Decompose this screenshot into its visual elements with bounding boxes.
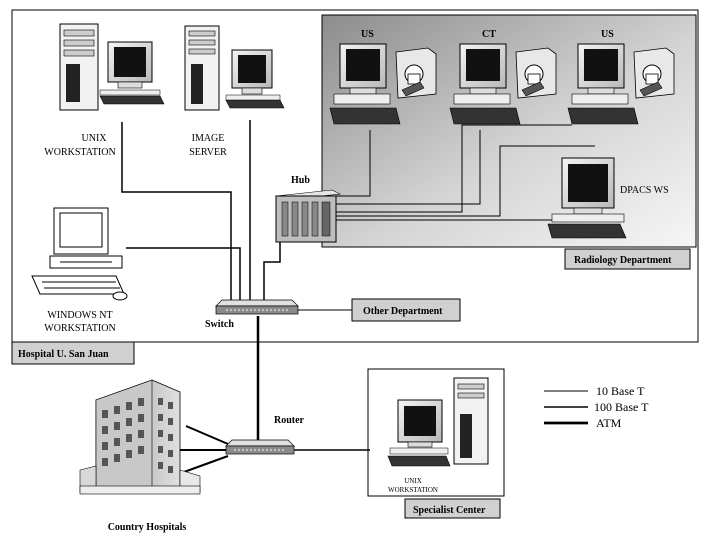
hospital-label-box (11, 341, 135, 365)
switch-label: Switch (205, 319, 234, 330)
specialist-workstation-label-line2: WORKSTATION (388, 486, 438, 494)
windows-nt-workstation-device (31, 207, 128, 301)
unix-workstation-device (59, 23, 165, 111)
radiology-label-box (564, 248, 691, 270)
windows-nt-label-line2: WORKSTATION (44, 323, 115, 334)
specialist-label: Specialist Center (413, 505, 486, 516)
other-department-label: Other Department (363, 306, 443, 317)
image-server-label-line1: IMAGE (192, 133, 225, 144)
country-hospitals-building (79, 379, 201, 495)
specialist-workstation-device (387, 377, 489, 467)
modality-ct (449, 43, 557, 125)
specialist-workstation-label-line1: UNIX (404, 477, 422, 485)
switch-device (215, 299, 299, 315)
modality-us-1-label: US (361, 29, 374, 40)
legend-label-10-base-t: 10 Base T (596, 384, 645, 398)
unix-workstation-label-line1: UNIX (82, 133, 108, 144)
dpacs-workstation-device (547, 157, 627, 239)
country-hospitals-label: Country Hospitals (108, 522, 187, 533)
hospital-label: Hospital U. San Juan (18, 349, 109, 360)
specialist-center-area (367, 368, 505, 497)
router-device (225, 439, 295, 455)
radiology-label: Radiology Department (574, 255, 672, 266)
modality-us-2-label: US (601, 29, 614, 40)
router-label: Router (274, 415, 305, 426)
unix-workstation-label-line2: WORKSTATION (44, 147, 115, 158)
image-server-label-line2: SERVER (189, 147, 227, 158)
image-server-device (184, 25, 285, 111)
dpacs-label: DPACS WS (620, 185, 669, 196)
hub-device (274, 189, 342, 243)
specialist-label-box (404, 498, 501, 519)
windows-nt-label-line1: WINDOWS NT (47, 310, 112, 321)
legend: 10 Base T 100 Base T ATM (544, 384, 649, 430)
modality-ct-label: CT (482, 29, 496, 40)
hub-label: Hub (291, 175, 310, 186)
hospital-boundary (11, 9, 699, 343)
legend-label-atm: ATM (596, 416, 622, 430)
modality-us-1 (329, 43, 437, 125)
network-cables (121, 120, 595, 473)
legend-label-100-base-t: 100 Base T (594, 400, 649, 414)
modality-us-2 (567, 43, 675, 125)
